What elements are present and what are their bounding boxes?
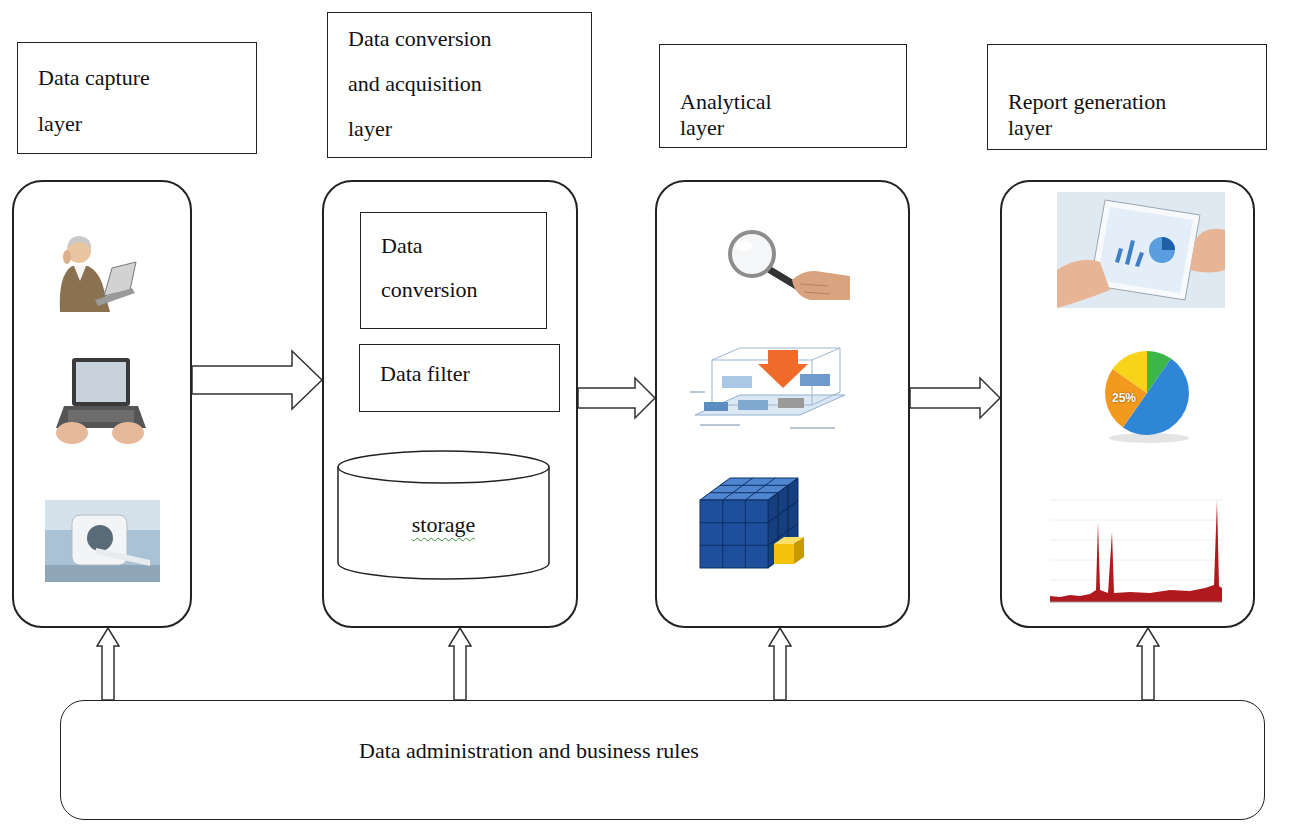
- layer-panel: Analytical layer: [655, 180, 910, 628]
- screen: [76, 362, 126, 402]
- heading-box: Data conversion and acquisition layer: [327, 12, 592, 158]
- band-label: Data administration and business rules: [359, 738, 1239, 764]
- tablet-photo: [1057, 192, 1225, 308]
- process-box: Data filter: [359, 344, 560, 412]
- warehouse-icon: [690, 348, 845, 428]
- floor: [45, 565, 160, 582]
- block: [722, 376, 752, 388]
- pie-chart: [1105, 351, 1189, 443]
- screen-pie-slice: [1162, 237, 1175, 250]
- flow-arrow: [192, 351, 322, 409]
- layer-heading: Data conversion and acquisition layer: [348, 16, 513, 151]
- storage-label: storage: [412, 510, 476, 540]
- lens: [730, 232, 774, 276]
- right-hand: [112, 422, 144, 444]
- flow-arrow: [578, 378, 655, 418]
- scanner-bore: [87, 525, 113, 551]
- flow-arrow: [1137, 628, 1159, 700]
- cylinder-body: [338, 451, 549, 579]
- small-cube-side: [794, 537, 804, 564]
- right-hand: [1190, 229, 1225, 273]
- tick-marks: [690, 392, 835, 428]
- scanner-table: [96, 548, 150, 566]
- fingers: [800, 284, 830, 294]
- process-box: Data conversion: [360, 212, 547, 329]
- block: [738, 400, 768, 410]
- pie-slice: [1113, 351, 1147, 393]
- cylinder-rim: [338, 467, 549, 483]
- jacket: [60, 266, 110, 312]
- layer-heading: Report generation layer: [1008, 89, 1198, 141]
- hair: [67, 236, 91, 249]
- scanner-photo: [45, 500, 160, 582]
- heading-box: Report generation layer: [987, 44, 1267, 150]
- chart-value: 25%: [1112, 391, 1136, 405]
- flow-arrow: [910, 378, 1000, 418]
- keys: [68, 410, 134, 422]
- frame-depth: [712, 348, 840, 405]
- grid-lines: [1050, 500, 1222, 580]
- cube-icon: [700, 478, 804, 568]
- small-cube-front: [774, 544, 794, 564]
- hand: [792, 271, 850, 300]
- left-hand: [56, 422, 88, 444]
- person-icon: [60, 236, 136, 312]
- spike-chart: [1042, 485, 1222, 612]
- cube-side: [768, 478, 798, 568]
- layer-heading: Data capture layer: [38, 55, 178, 147]
- storage-cylinder: storage: [337, 450, 550, 580]
- box-label: Data conversion: [381, 224, 511, 312]
- box-label: Data filter: [380, 359, 470, 389]
- magnifier-icon: [730, 232, 850, 300]
- layer-panel: Data conversion and acquisition layerDat…: [322, 180, 578, 628]
- rules-band: Data administration and business rules: [60, 700, 1265, 820]
- laptop-icon: [56, 358, 146, 444]
- cube-front: [700, 500, 768, 568]
- layer-heading: Analytical layer: [680, 89, 805, 141]
- spike-area: [1050, 500, 1222, 602]
- down-arrow: [758, 350, 808, 388]
- chart-ground: [1042, 485, 1222, 612]
- photo-ground: [1057, 192, 1225, 308]
- screen-frame: [72, 358, 130, 406]
- layer-panel: Data capture layer: [12, 180, 192, 628]
- lens-glint: [736, 241, 752, 251]
- cube-front-grid: [700, 500, 768, 568]
- tablet-screen: [1097, 207, 1193, 293]
- hand: [63, 250, 71, 264]
- screen-pie: [1149, 237, 1175, 263]
- photo-ground: [45, 500, 160, 582]
- flow-arrow: [449, 628, 471, 700]
- screen-bars: [1115, 240, 1144, 267]
- flow-arrow: [769, 628, 791, 700]
- block: [800, 374, 830, 386]
- flow-arrow: [97, 628, 119, 700]
- collar: [74, 266, 86, 281]
- laptop-base: [95, 288, 135, 306]
- block: [778, 398, 804, 408]
- heading-box: Data capture layer: [17, 42, 257, 154]
- heading-box: Analytical layer: [659, 44, 907, 148]
- x-axis: [1050, 602, 1222, 603]
- left-hand: [1057, 260, 1110, 308]
- block: [704, 402, 728, 411]
